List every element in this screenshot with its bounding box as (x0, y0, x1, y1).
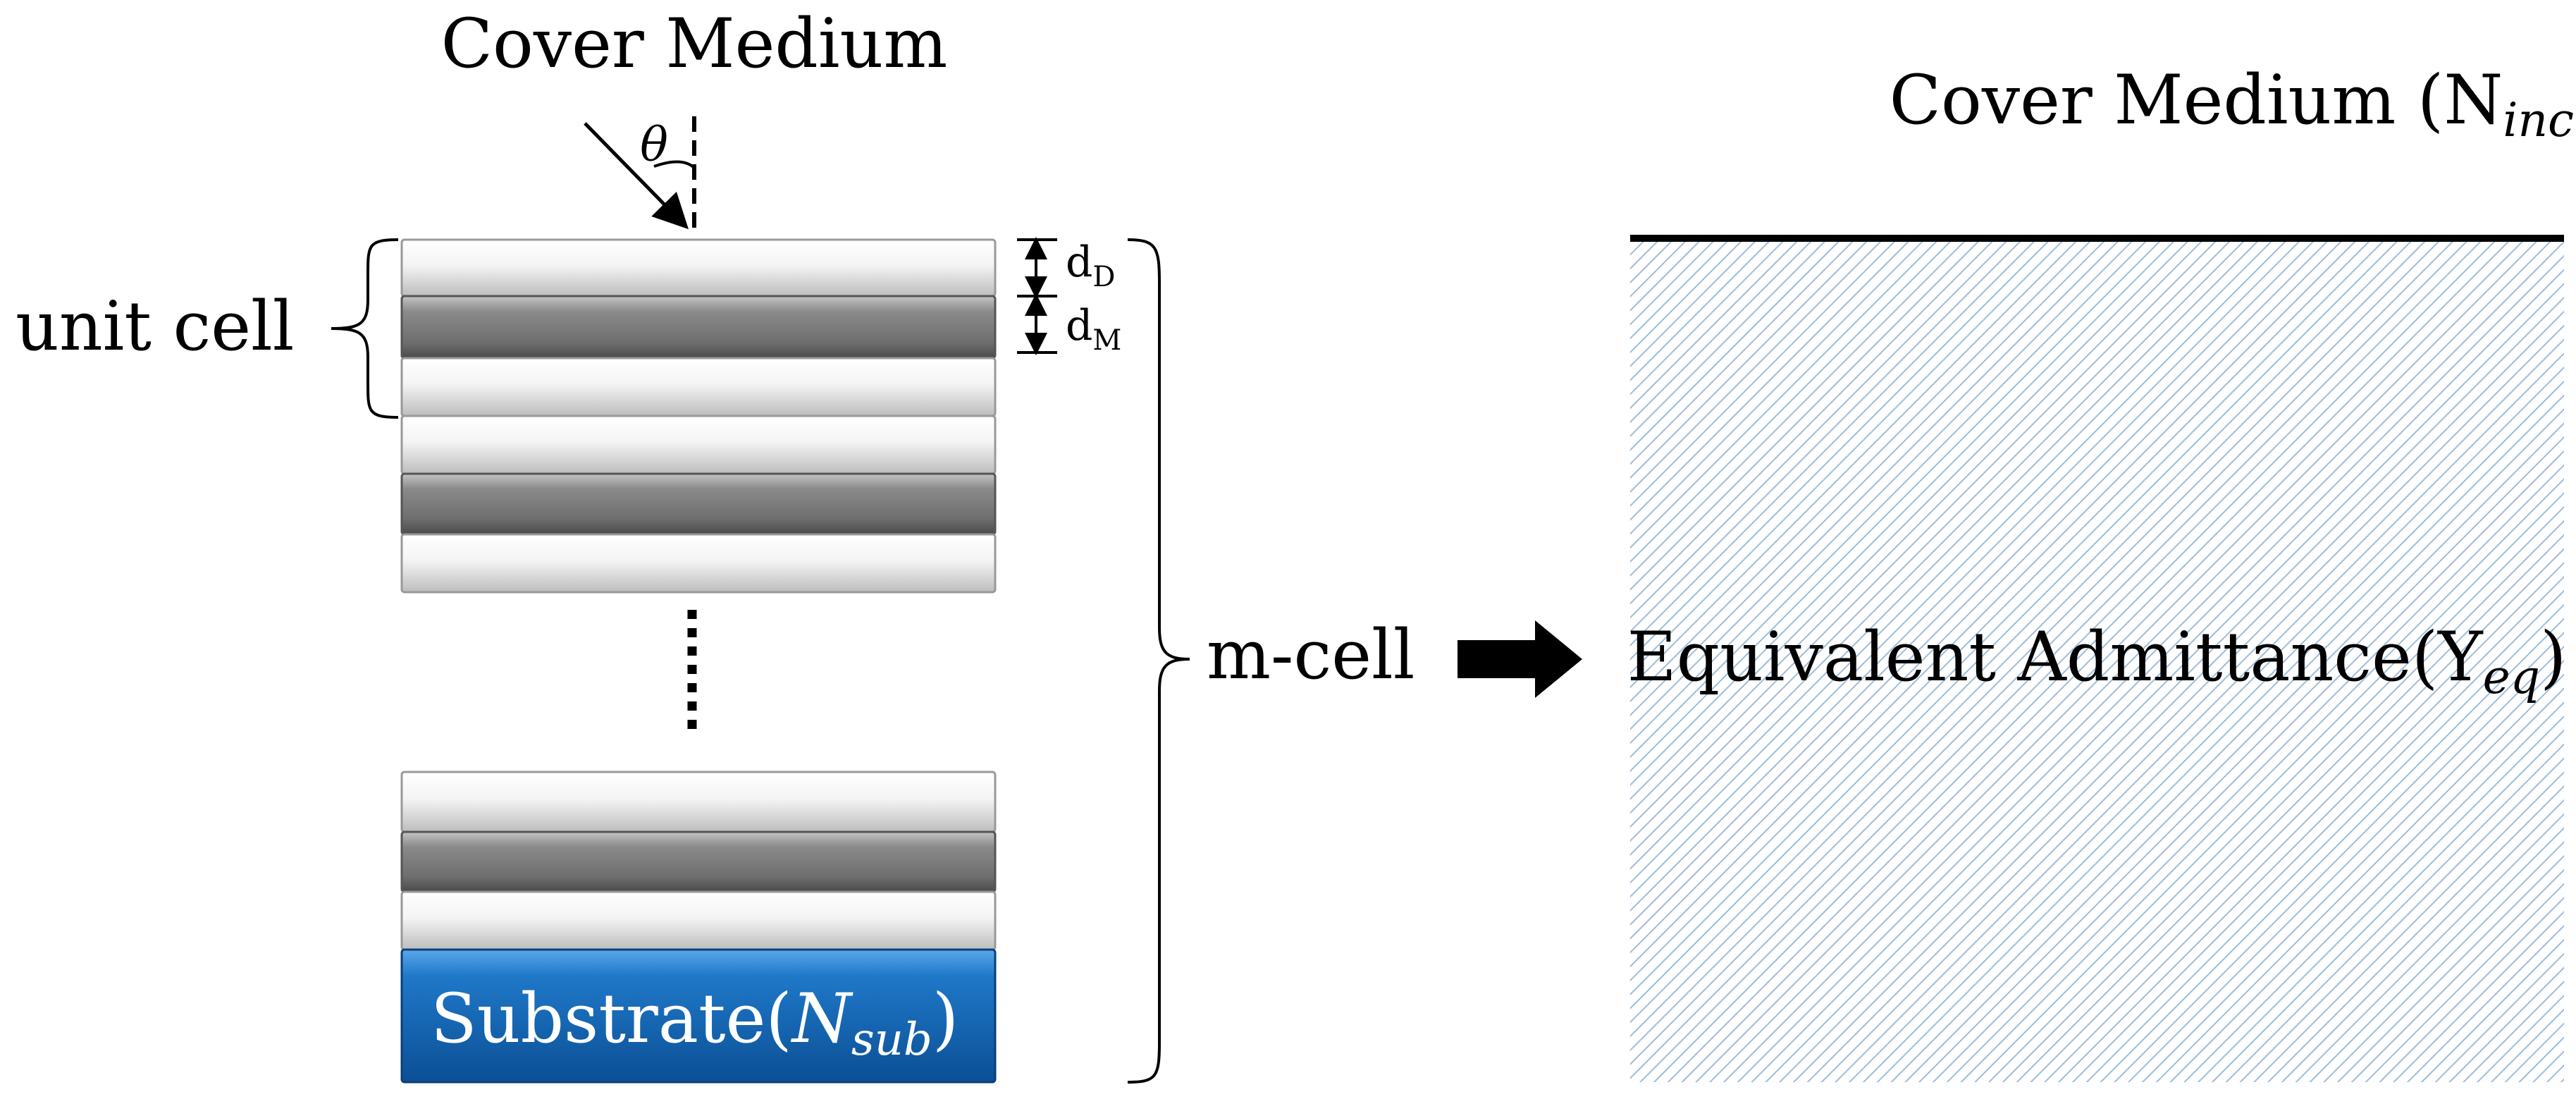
layer-stack (400, 238, 997, 1084)
dielectric-layer (400, 357, 997, 417)
right-cover-medium-label: Cover Medium (Ninc) (1890, 61, 2576, 147)
arrow-right-icon (1458, 620, 1582, 698)
curly-brace-icon (331, 238, 399, 419)
metal-layer (400, 472, 997, 536)
metal-layer (400, 830, 997, 893)
d-dielectric-label: dD (1066, 238, 1116, 293)
metal-layer (400, 295, 997, 360)
curly-brace-icon (1127, 238, 1190, 1084)
angle-theta-label: θ (640, 118, 668, 172)
thickness-markers (1017, 237, 1057, 355)
dielectric-layer (400, 415, 997, 475)
incidence-geometry: θ (584, 116, 696, 233)
m-cell-label: m-cell (1207, 615, 1415, 694)
dielectric-layer (400, 890, 997, 951)
dielectric-layer (400, 771, 997, 833)
left-cover-medium-label: Cover Medium (441, 4, 948, 83)
substrate-layer (400, 948, 997, 1084)
dielectric-layer (400, 533, 997, 594)
equivalent-medium-region (1630, 240, 2564, 1082)
dielectric-layer (400, 238, 997, 298)
angle-arc (653, 160, 696, 169)
equivalent-admittance-label: Equivalent Admittance(Yeq) (1627, 618, 2567, 704)
d-metal-label: dM (1066, 301, 1121, 357)
unit-cell-label: unit cell (16, 287, 294, 366)
incident-ray-arrow (584, 122, 689, 230)
substrate-label: Substrate(Nsub) (431, 979, 959, 1066)
